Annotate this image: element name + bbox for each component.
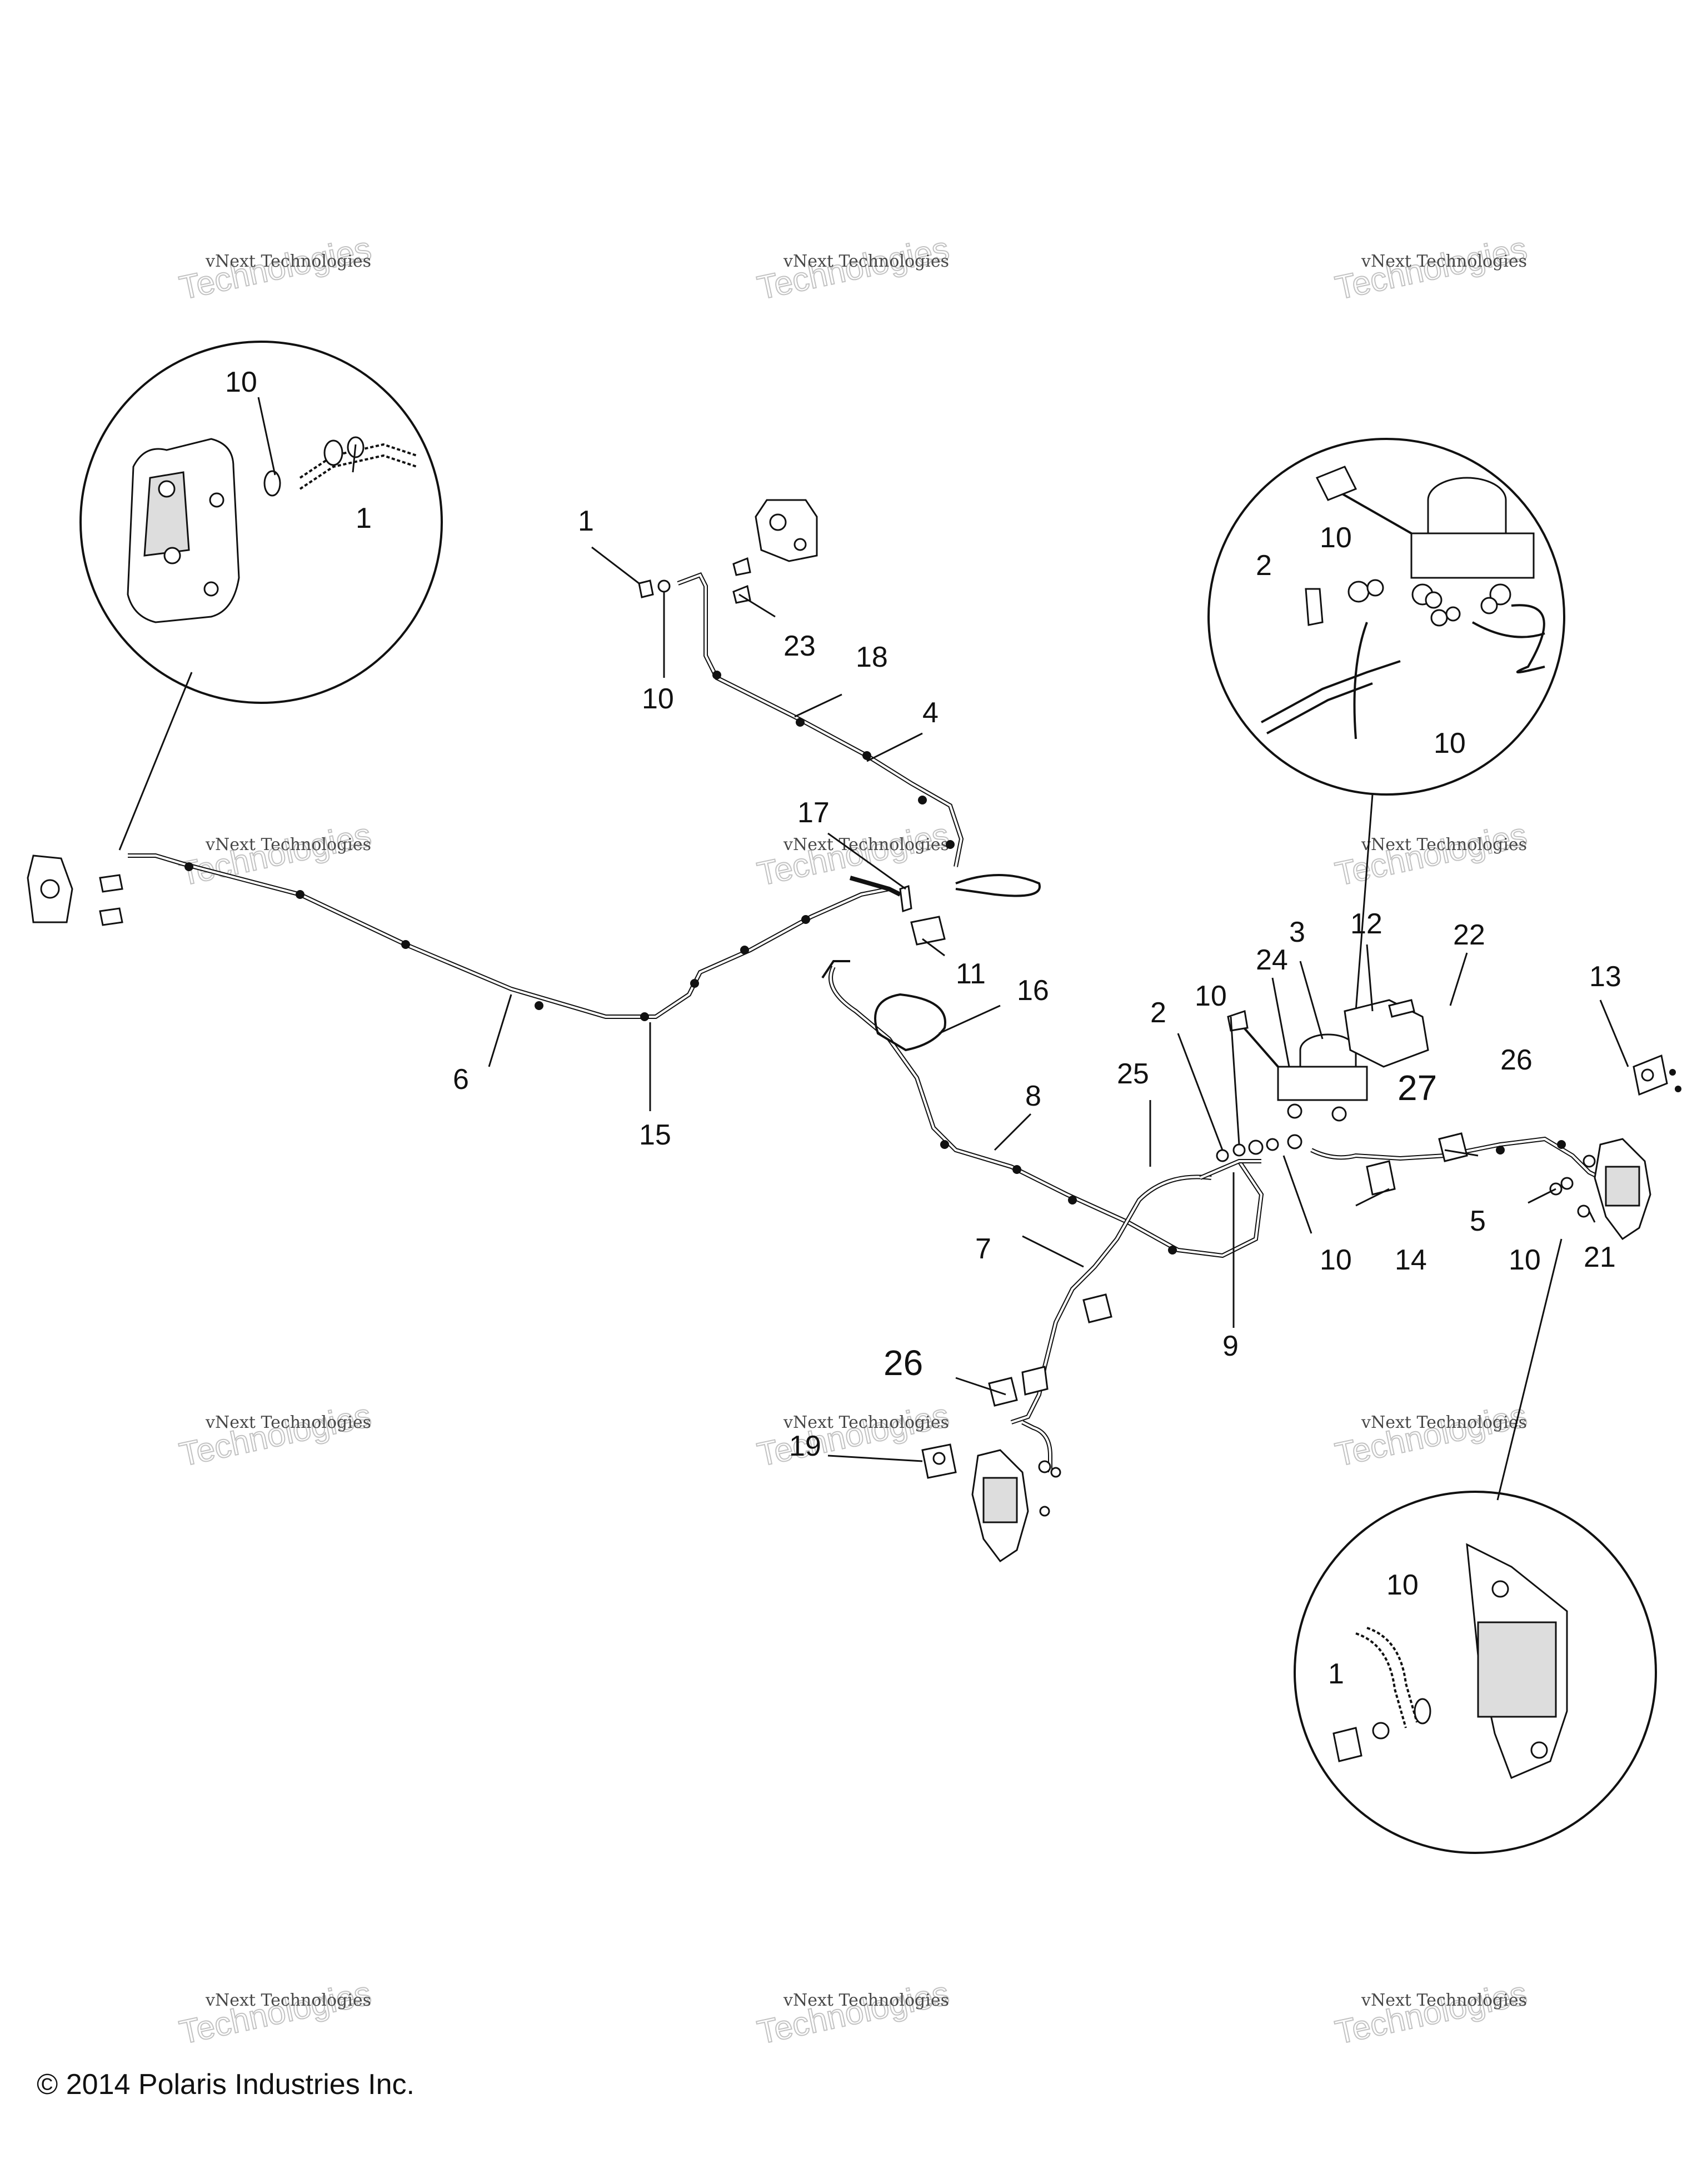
watermark-text: vNext Technologies [1361,835,1527,854]
callout-4: 4 [922,697,939,729]
master-cylinder-3 [1227,1010,1368,1122]
watermark-text: vNext Technologies [783,1413,949,1432]
watermark-text: Technologies [1332,1974,1530,2051]
junction-block-11 [849,876,946,946]
callout-26: 26 [884,1343,923,1383]
caliper-rear-right [1549,1054,1681,1241]
callout-1: 1 [1328,1658,1344,1690]
callout-10: 10 [1195,980,1227,1012]
bracket-12 [1344,999,1429,1068]
callout-10: 10 [1386,1569,1419,1601]
watermark-text: Technologies [176,1974,375,2051]
watermark-text: Technologies [176,1396,375,1473]
brake-line-9 [1199,1159,1261,1180]
callout-8: 8 [1025,1080,1041,1112]
callout-24: 26 [1500,1044,1533,1076]
callout-18: 18 [856,641,888,673]
detail-circle-master-cylinder [1207,438,1565,796]
watermark-text: vNext Technologies [783,1991,949,2010]
callout-25: 25 [1117,1058,1149,1090]
callout-10: 10 [1509,1244,1541,1276]
brake-line-5 [1310,1132,1601,1196]
callout-20: 22 [1453,919,1485,951]
fitting-parts-near-master [1216,1134,1302,1162]
callout-10: 10 [1320,1244,1352,1276]
leader-line [1496,1238,1563,1501]
brake-line-8 [821,960,1264,1258]
callout-9: 9 [1222,1330,1239,1362]
leader-line [1355,794,1374,1012]
detail-circle-front-left-caliper [79,341,443,704]
watermark-text: vNext Technologies [1361,1991,1527,2010]
detail-circle-rear-right-caliper [1294,1491,1657,1854]
watermark-text: vNext Technologies [783,835,949,854]
callout-1: 1 [356,502,372,534]
callout-labels: 10 1 1 10 23 18 4 17 11 16 8 6 15 7 25 9… [225,366,1621,1690]
callout-12: 12 [1350,908,1382,940]
caliper-rear-left [921,1377,1061,1563]
callout-10: 10 [642,683,674,715]
watermark-text: vNext Technologies [205,1991,371,2010]
callout-5: 5 [1470,1205,1486,1237]
callout-14: 14 [1395,1244,1427,1276]
watermark-text: vNext Technologies [783,252,949,271]
callout-2: 2 [1256,549,1272,582]
callout-13: 13 [1589,961,1621,993]
callout-7: 7 [975,1233,991,1265]
callout-16: 16 [1017,974,1049,1007]
callout-2: 2 [1150,997,1166,1029]
callout-27: 27 [1397,1068,1437,1108]
banjo-bolt-and-washer [638,579,671,598]
caliper-front-left [27,854,123,926]
callout-23: 24 [1256,944,1288,976]
brake-line-7 [1010,1175,1212,1472]
callout-10: 10 [1320,522,1352,554]
callout-3: 3 [1289,916,1305,948]
callout-10: 10 [1434,727,1466,759]
watermark-text: vNext Technologies [205,252,371,271]
leader-line [118,672,193,851]
watermark-text: Technologies [754,1974,952,2051]
watermark-text: vNext Technologies [205,1413,371,1432]
callout-1: 1 [578,505,594,537]
callout-15: 15 [639,1119,671,1151]
callout-17: 17 [797,797,830,829]
callout-22: 21 [1584,1241,1616,1273]
watermark-text: Technologies [1332,1396,1530,1473]
callout-19: 19 [789,1430,821,1462]
watermark-text: vNext Technologies [1361,1413,1527,1432]
callout-10: 10 [225,366,257,398]
watermark-text: vNext Technologies [1361,252,1527,271]
watermark-text: Technologies [754,1396,952,1473]
callout-11: 11 [956,958,986,990]
leader-lines [257,397,1629,1462]
callout-6: 6 [453,1063,469,1096]
callout-21: 23 [783,630,816,662]
brake-line-6 [128,853,890,1021]
watermark-text: vNext Technologies [205,835,371,854]
copyright-notice: © 2014 Polaris Industries Inc. [37,2068,415,2101]
